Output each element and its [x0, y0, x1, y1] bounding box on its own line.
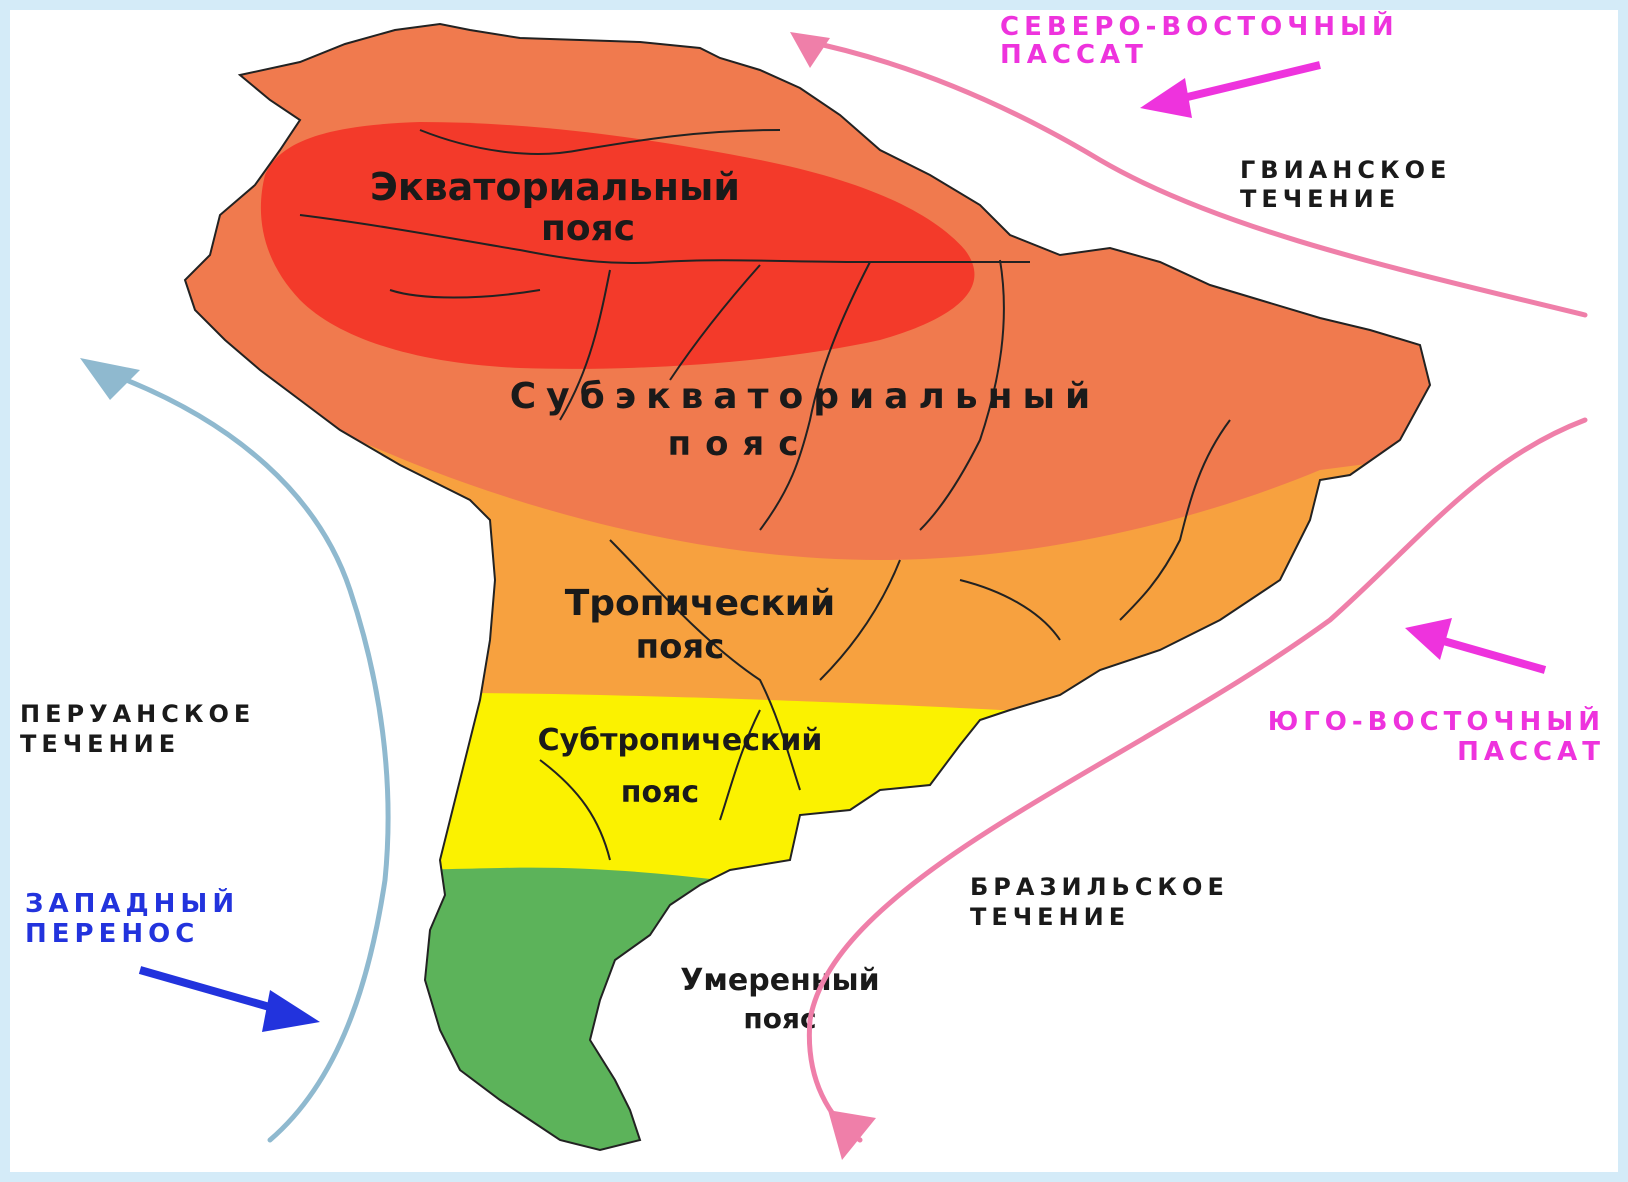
- peru-current-label-2: ТЕЧЕНИЕ: [20, 730, 180, 758]
- ne-trade-arrowhead: [1140, 78, 1192, 118]
- westerlies-arrow-shaft: [138, 966, 282, 1014]
- rivers: [299, 129, 1231, 861]
- equatorial-label-2: пояс: [541, 208, 635, 249]
- equatorial-zone: [260, 122, 975, 369]
- guiana-current-line: [797, 37, 1588, 318]
- brazil-current-label-2: ТЕЧЕНИЕ: [970, 903, 1130, 931]
- subequatorial-label-2: пояс: [668, 424, 813, 464]
- ocean-labels: СЕВЕРО-ВОСТОЧНЫЙ ПАССАТ ГВИАНСКОЕ ТЕЧЕНИ…: [20, 10, 1605, 949]
- subtropical-label: Субтропический: [538, 723, 823, 758]
- climate-map: Экваториальный пояс Субэкваториальный по…: [20, 10, 1605, 1160]
- xingu-river: [759, 261, 871, 531]
- paraguay-river: [819, 559, 901, 681]
- se-trade-arrow-shaft: [1438, 636, 1547, 674]
- temperate-label: Умеренный: [680, 963, 879, 998]
- tocantins-river: [919, 259, 1005, 531]
- wind-arrows: [138, 61, 1547, 1032]
- zone-labels: Экваториальный пояс Субэкваториальный по…: [370, 165, 1101, 1035]
- brazil-current-line: [806, 417, 1588, 1143]
- madeira-river: [559, 269, 611, 421]
- tropical-label: Тропический: [565, 583, 836, 624]
- tapajos-river: [669, 264, 761, 381]
- subtropical-zone: [185, 690, 1430, 1150]
- orinoco-river: [419, 129, 781, 155]
- sao-francisco-river: [1119, 419, 1231, 621]
- guiana-current-arrowhead: [790, 32, 830, 68]
- ne-trade-arrow-shaft: [1174, 61, 1321, 104]
- se-trade-arrowhead: [1405, 618, 1452, 660]
- tropical-label-2: пояс: [636, 627, 725, 667]
- guiana-current-label-2: ТЕЧЕНИЕ: [1240, 185, 1400, 213]
- current-arrowheads: [80, 32, 876, 1160]
- guiana-current-label: ГВИАНСКОЕ: [1240, 156, 1451, 184]
- westerlies-label: ЗАПАДНЫЙ: [25, 887, 239, 919]
- uruguay-river: [719, 709, 761, 821]
- amazon-river: [299, 214, 1030, 265]
- equatorial-label: Экваториальный: [370, 165, 740, 209]
- subtropical-label-2: пояс: [621, 775, 699, 810]
- subequatorial-label: Субэкваториальный: [510, 376, 1101, 417]
- brazil-current-label: БРАЗИЛЬСКОЕ: [970, 873, 1229, 901]
- peru-current-line: [97, 367, 391, 1143]
- peru-current-label: ПЕРУАНСКОЕ: [20, 700, 255, 728]
- ne-trade-label-2: ПАССАТ: [1000, 40, 1148, 70]
- temperate-label-2: пояс: [743, 1002, 816, 1035]
- tributary-2: [959, 579, 1061, 641]
- se-trade-label: ЮГО-ВОСТОЧНЫЙ: [1268, 705, 1605, 737]
- westerlies-arrowhead: [262, 990, 320, 1032]
- tributary-3: [539, 759, 611, 861]
- ne-trade-label: СЕВЕРО-ВОСТОЧНЫЙ: [1000, 10, 1399, 42]
- ocean-currents: [97, 37, 1588, 1143]
- parana-river: [609, 539, 801, 791]
- brazil-current-arrowhead: [828, 1110, 876, 1160]
- peru-current-arrowhead: [80, 358, 140, 400]
- se-trade-label-2: ПАССАТ: [1457, 737, 1605, 767]
- westerlies-label-2: ПЕРЕНОС: [25, 919, 199, 949]
- tributary-1: [389, 289, 541, 299]
